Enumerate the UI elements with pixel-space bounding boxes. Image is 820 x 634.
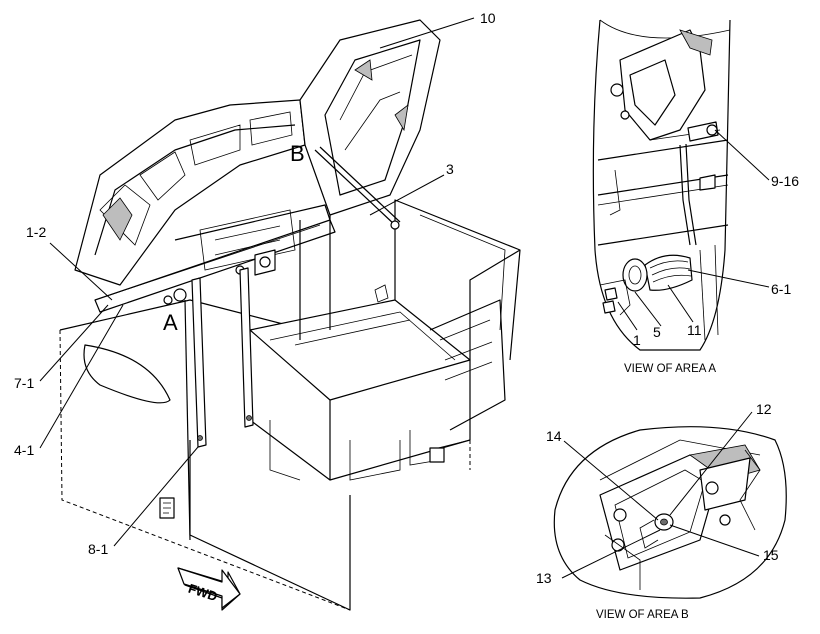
callout-15: 15 — [763, 547, 779, 563]
callout-9-16: 9-16 — [771, 173, 799, 189]
callout-13: 13 — [536, 570, 552, 586]
caption-view-b: VIEW OF AREA B — [596, 609, 689, 621]
callout-11: 11 — [687, 322, 702, 338]
view-letter-a: A — [163, 310, 178, 335]
callout-1: 1 — [633, 332, 641, 348]
callout-12: 12 — [756, 401, 772, 417]
fwd-arrow: FWD — [177, 567, 241, 611]
leader-lines — [39, 17, 770, 579]
detail-view-b — [553, 426, 787, 599]
callout-10: 10 — [480, 10, 496, 26]
callout-7-1: 7-1 — [14, 375, 34, 391]
callout-3: 3 — [446, 161, 454, 177]
callout-labels: 10 3 1-2 7-1 4-1 8-1 9-16 6-1 1 5 11 12 … — [14, 10, 799, 586]
callout-5: 5 — [653, 324, 661, 340]
callout-6-1: 6-1 — [771, 281, 791, 297]
callout-8-1: 8-1 — [88, 541, 108, 557]
view-letter-b: B — [290, 141, 305, 166]
callout-4-1: 4-1 — [14, 442, 34, 458]
detail-view-a — [592, 19, 731, 351]
caption-view-a: VIEW OF AREA A — [624, 363, 716, 375]
callout-14: 14 — [546, 428, 562, 444]
main-assembly — [59, 19, 521, 611]
callout-1-2: 1-2 — [26, 224, 46, 240]
